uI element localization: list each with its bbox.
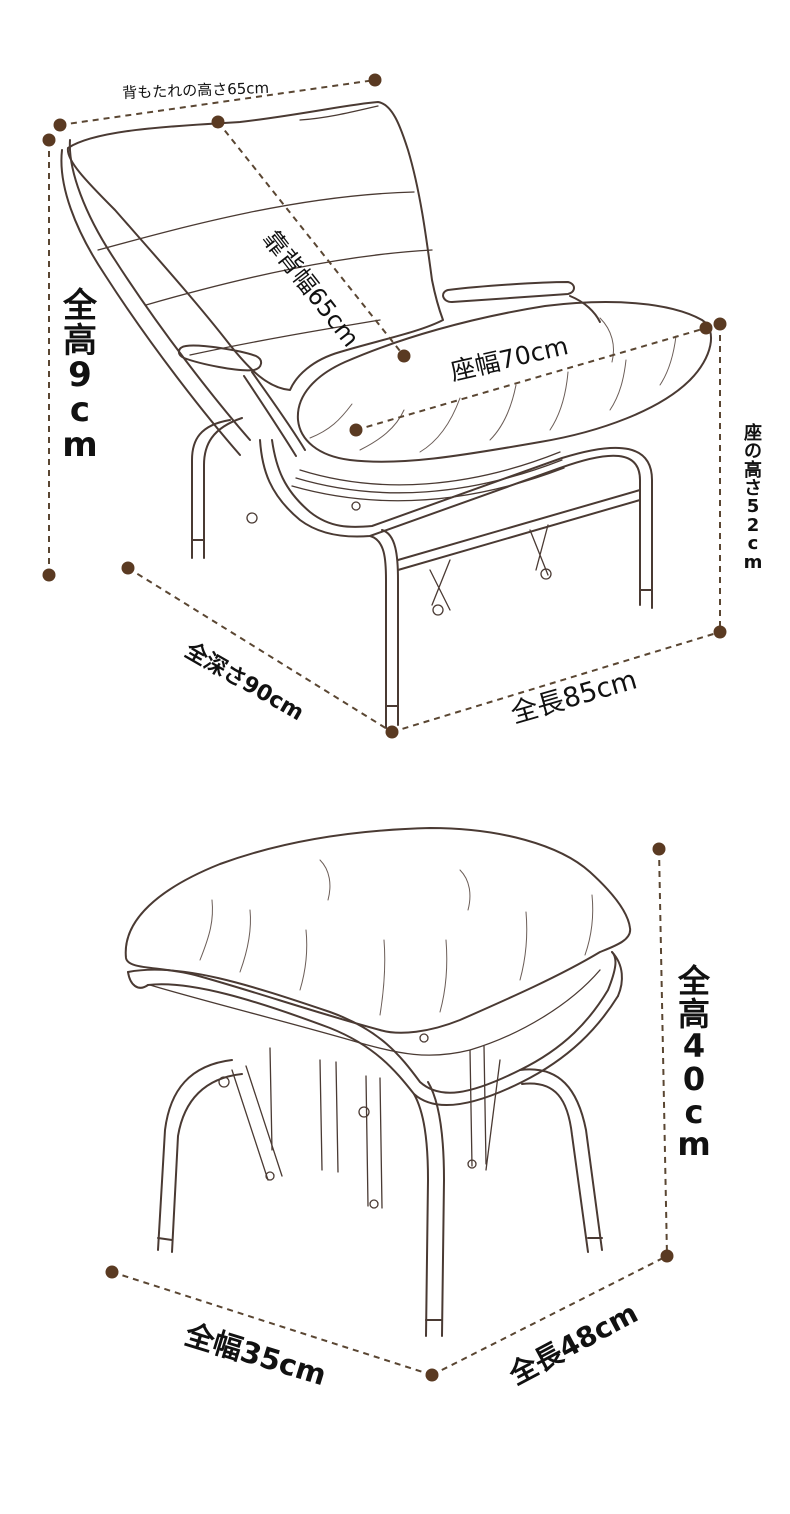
depth-line (127, 567, 393, 733)
marker-dot (385, 725, 399, 739)
ottoman-width-line (111, 1271, 433, 1376)
ottoman-illustration (124, 827, 632, 1337)
marker-dot (425, 1368, 439, 1382)
marker-dot (53, 118, 67, 132)
ottoman-height-line (658, 848, 668, 1257)
seat-width-line (355, 327, 707, 431)
back-width-line (217, 121, 405, 357)
chair-dimension-lines (48, 79, 721, 733)
marker-dot (652, 842, 666, 856)
marker-dot (42, 133, 56, 147)
seat-height-label: 座 の 高 さ 5 2 c m (743, 423, 763, 573)
marker-dot (713, 317, 727, 331)
dimension-markers (42, 73, 727, 1382)
marker-dot (121, 561, 135, 575)
marker-dot (397, 349, 411, 363)
marker-dot (713, 625, 727, 639)
ottoman-dimension-lines (111, 848, 668, 1376)
marker-dot (368, 73, 382, 87)
ottoman-total-height-label: 全 高 4 0 c m (677, 962, 711, 1164)
marker-dot (699, 321, 713, 335)
marker-dot (349, 423, 363, 437)
back-height-line (59, 79, 376, 126)
marker-dot (42, 568, 56, 582)
marker-dot (211, 115, 225, 129)
marker-dot (105, 1265, 119, 1279)
length-line (391, 631, 721, 733)
marker-dot (660, 1249, 674, 1263)
chair-illustration (60, 101, 712, 729)
chair-total-height-label: 全 高 9 c m (62, 286, 98, 465)
